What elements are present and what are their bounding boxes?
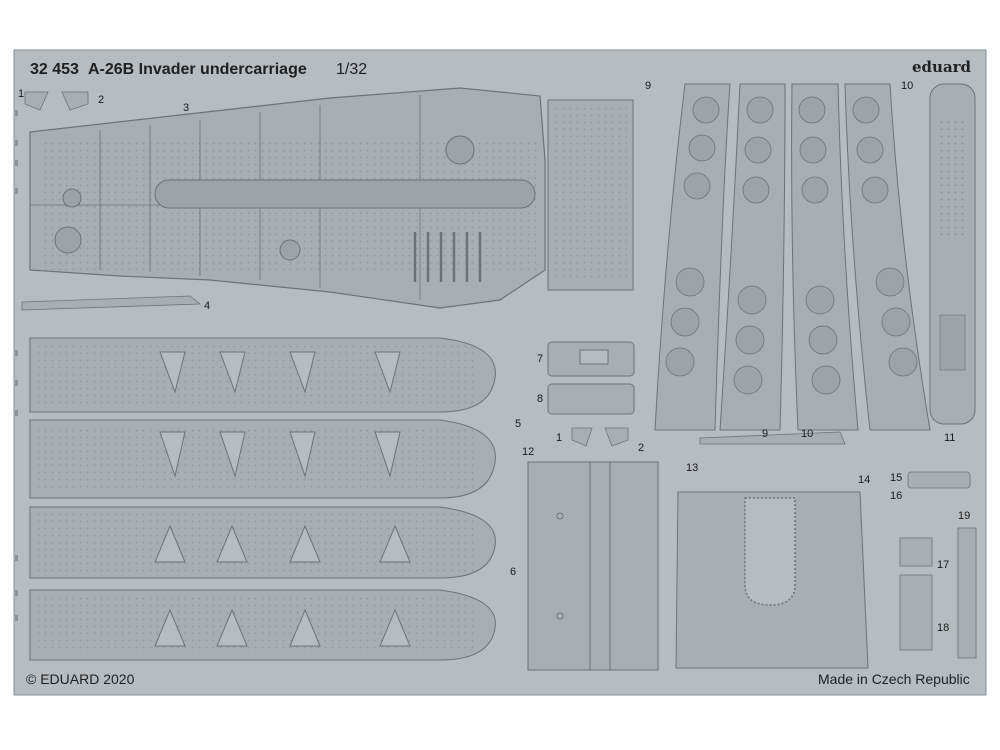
part-9-10-panels: [654, 83, 931, 431]
part-number: 11: [944, 432, 956, 444]
part-number: 6: [510, 566, 517, 578]
part-number: 17: [937, 559, 950, 571]
part-3-wheel-well: [29, 87, 634, 309]
part-number: 2: [638, 442, 645, 454]
door-lightening-holes: [154, 351, 411, 647]
part-1-2-brackets: [24, 91, 89, 111]
sheet-title: A-26B Invader undercarriage: [88, 61, 307, 78]
left-tab-holes: [15, 110, 18, 621]
part-number: 3: [183, 102, 190, 114]
part-number: 4: [204, 300, 211, 312]
origin-label: Made in Czech Republic: [818, 671, 970, 687]
part-number: 15: [890, 472, 903, 484]
part-number: 12: [522, 446, 535, 458]
brand-logo: eduard: [912, 58, 972, 76]
part-number: 13: [686, 462, 699, 474]
part-number: 9: [762, 428, 769, 440]
part-number: 1: [556, 432, 563, 444]
part-number: 9: [645, 80, 652, 92]
part-13-strip: [699, 431, 846, 445]
part-1-2-brackets-lower: [571, 427, 629, 447]
part-14-panel: [675, 491, 869, 669]
part-number: 16: [890, 490, 903, 502]
part-7-8-plates: [547, 341, 635, 415]
part-number: 8: [537, 393, 544, 405]
part-number: 10: [901, 80, 914, 92]
parts-15-19: [899, 471, 977, 659]
part-11-strip: [929, 83, 976, 425]
kit-number: 32 453: [30, 61, 79, 78]
part-4-strip: [21, 295, 202, 311]
panel-holes: [665, 96, 918, 395]
part-number: 18: [937, 622, 950, 634]
part-number: 2: [98, 94, 105, 106]
part-number: 7: [537, 353, 544, 365]
scale-label: 1/32: [336, 61, 368, 78]
door-rivet-fields: [38, 344, 478, 654]
part-number: 1: [18, 88, 25, 100]
part-number: 19: [958, 510, 971, 522]
part-12-panel: [527, 461, 659, 671]
part-number: 14: [858, 474, 871, 486]
copyright-label: © EDUARD 2020: [26, 671, 135, 687]
part-number: 5: [515, 418, 522, 430]
part-number: 10: [801, 428, 814, 440]
